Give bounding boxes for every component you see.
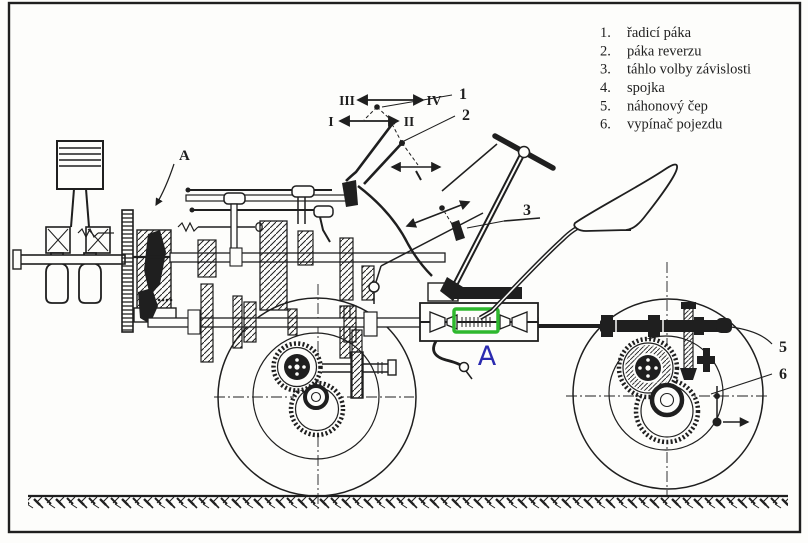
callout-3: 3 (523, 202, 531, 219)
bell-crank-pivot (368, 281, 380, 293)
front-wheel (214, 284, 417, 511)
connecting-rod (70, 188, 75, 228)
callout-1: 1 (459, 86, 467, 103)
callout-1-leader (381, 94, 453, 108)
travel-disengage-mechanism (712, 386, 750, 427)
legend-2-num: 2. (600, 43, 611, 59)
seat (478, 163, 678, 320)
rear-pinion-shaft (680, 302, 715, 380)
ground-line (28, 494, 788, 511)
frame-strut (357, 185, 433, 277)
main-bearing-pedestals (45, 226, 111, 254)
flywheel-clutch (121, 209, 177, 333)
drive-pin (716, 318, 732, 333)
legend-4-num: 4. (600, 80, 611, 96)
shift-pattern-diagram: III IV I II 1 2 (328, 86, 470, 207)
steering-assembly: 3 (368, 133, 556, 304)
flywheel-ring-gear (121, 209, 134, 333)
legend-5-num: 5. (600, 98, 611, 114)
legend-3-num: 3. (600, 62, 611, 78)
legend-2-label: páka reverzu (627, 43, 701, 59)
legend-3-label: táhlo volby závislosti (627, 62, 751, 78)
crankshaft (17, 254, 126, 265)
legend: 1. řadicí páka 2. páka reverzu 3. táhlo … (600, 25, 751, 133)
engine (12, 140, 126, 304)
callout-6: 6 (779, 366, 787, 383)
legend-1-num: 1. (600, 25, 611, 41)
reverse-lever (363, 142, 403, 185)
section-a-label: A (478, 341, 497, 372)
legend-4-label: spojka (627, 80, 665, 96)
callout-6-leader (710, 373, 773, 395)
legend-1-label: řadicí páka (627, 25, 692, 41)
callout-2-leader (403, 115, 456, 142)
gearbox (147, 185, 539, 363)
callout-2: 2 (462, 107, 470, 124)
cylinder-piston (56, 140, 104, 190)
upper-shaft-gears (169, 220, 446, 311)
front-rim-circle (252, 332, 380, 460)
callout-3-group: 3 (466, 202, 541, 229)
legend-6-num: 6. (600, 117, 611, 133)
legend-6-label: vypínač pojezdu (627, 117, 722, 133)
front-hub (303, 384, 329, 410)
section-a-highlight-box (452, 307, 500, 334)
gate-label-I: I (328, 114, 333, 129)
gate-label-II: II (404, 114, 415, 129)
callout-5-leader (730, 326, 773, 345)
rod-motion-arrow (405, 200, 471, 241)
legend-5-label: náhonový čep (627, 98, 708, 114)
rear-tire-circle (572, 298, 764, 490)
detail-a-leader (155, 163, 175, 207)
upper-linkage-rod (441, 143, 498, 192)
crank-counterweights (45, 252, 102, 304)
gate-label-III: III (339, 93, 355, 108)
release-lever (432, 340, 463, 368)
clutch-release-detail (144, 230, 166, 296)
detail-a-callout: A (155, 148, 190, 207)
rear-rim-circle (608, 335, 724, 451)
front-tire-circle (217, 297, 417, 497)
rear-wheel: 5 6 (538, 262, 787, 496)
shift-rods (185, 187, 353, 213)
rear-hub (649, 382, 685, 418)
seat-shell (573, 163, 678, 232)
gate-label-IV: IV (426, 93, 441, 108)
shift-lever (345, 122, 395, 182)
callout-5: 5 (779, 339, 787, 356)
shift-forks (223, 185, 334, 257)
detail-a-label: A (179, 148, 190, 164)
rear-axle (538, 315, 732, 337)
